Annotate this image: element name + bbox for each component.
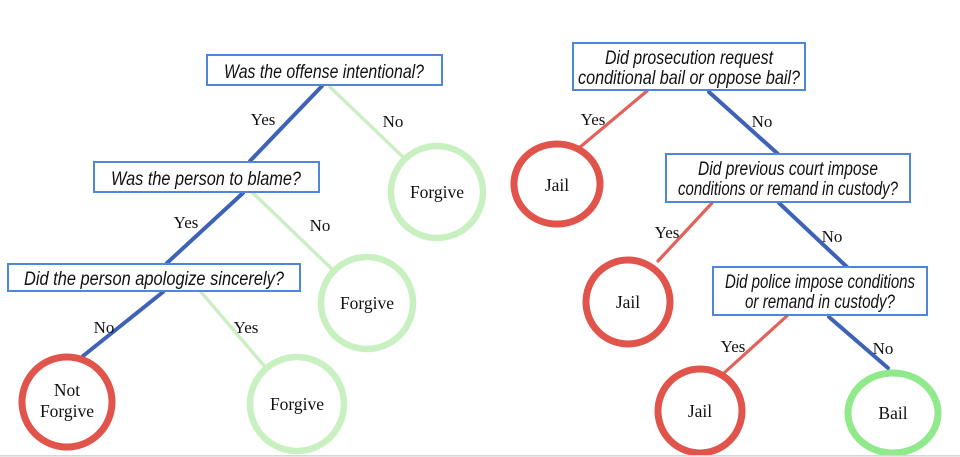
edge-right-q1-no <box>707 90 780 156</box>
right-question-2-text-line1: Did previous court impose <box>698 159 878 180</box>
right-question-3-node: Did police impose conditions or remand i… <box>712 266 928 316</box>
leaf-bail: Bail <box>844 369 942 457</box>
edge-left-q2-no <box>251 191 336 273</box>
right-q3-no-label: No <box>873 339 894 358</box>
leaf-jail-mid: Jail <box>582 256 674 348</box>
edge-left-q3-no <box>81 290 165 358</box>
jail-bottom-circle <box>654 365 746 457</box>
left-question-1-text: Was the offense intentional? <box>224 62 424 83</box>
left-question-3-box <box>7 263 301 292</box>
not-forgive-text-line1: Not <box>54 380 80 400</box>
right-question-2-box <box>665 153 911 203</box>
right-question-3-box <box>712 266 928 316</box>
right-q1-yes-label: Yes <box>581 110 606 129</box>
leaf-forgive-top: Forgive <box>387 142 487 242</box>
left-question-2-node: Was the person to blame? <box>93 161 320 193</box>
forgive-top-text: Forgive <box>410 182 464 202</box>
edge-right-q1-yes <box>577 89 649 150</box>
left-question-3-node: Did the person apologize sincerely? <box>7 263 301 292</box>
bail-circle <box>844 369 942 457</box>
leaf-forgive-mid: Forgive <box>317 253 417 353</box>
forgive-top-circle <box>387 142 487 242</box>
right-question-1-node: Did prosecution request conditional bail… <box>572 42 806 91</box>
not-forgive-circle <box>18 353 116 451</box>
leaf-not-forgive: Not Forgive <box>18 353 116 451</box>
edge-left-q3-yes <box>199 290 268 370</box>
right-q3-yes-label: Yes <box>721 337 746 356</box>
left-q1-yes-label: Yes <box>251 110 276 129</box>
edge-left-q1-yes <box>248 84 324 163</box>
forgive-bottom-circle <box>246 353 348 455</box>
jail-top-circle <box>510 140 604 228</box>
jail-mid-circle <box>582 256 674 348</box>
left-question-1-box <box>206 54 443 86</box>
edge-right-q3-no <box>827 315 890 370</box>
jail-top-text: Jail <box>545 175 569 195</box>
left-q2-no-label: No <box>310 216 331 235</box>
right-q1-no-label: No <box>752 112 773 131</box>
edge-left-q1-no <box>328 85 406 160</box>
leaf-forgive-bottom: Forgive <box>246 353 348 455</box>
edge-right-q3-yes <box>722 313 790 375</box>
left-q3-no-label: No <box>94 318 115 337</box>
right-question-1-text-line1: Did prosecution request <box>605 48 774 69</box>
left-question-2-text: Was the person to blame? <box>111 169 301 190</box>
left-question-1-node: Was the offense intentional? <box>206 54 443 86</box>
left-q2-yes-label: Yes <box>174 213 199 232</box>
right-question-2-text-line2: conditions or remand in custody? <box>678 179 898 200</box>
leaf-jail-bottom: Jail <box>654 365 746 457</box>
edge-right-q2-yes <box>656 201 714 263</box>
right-question-3-text-line1: Did police impose conditions <box>725 272 915 293</box>
forgive-mid-circle <box>317 253 417 353</box>
bail-text: Bail <box>878 403 907 423</box>
left-question-3-text: Did the person apologize sincerely? <box>24 269 284 290</box>
leaf-jail-top: Jail <box>510 140 604 228</box>
right-q2-yes-label: Yes <box>655 223 680 242</box>
left-q3-yes-label: Yes <box>234 318 259 337</box>
left-q1-no-label: No <box>383 112 404 131</box>
right-question-1-text-line2: conditional bail or oppose bail? <box>578 68 800 89</box>
edge-right-q2-no <box>777 201 849 269</box>
right-question-3-text-line2: or remand in custody? <box>745 292 895 313</box>
forgive-mid-text: Forgive <box>340 293 394 313</box>
right-q2-no-label: No <box>822 227 843 246</box>
left-question-2-box <box>93 161 320 193</box>
right-question-1-box <box>572 42 806 91</box>
jail-bottom-text: Jail <box>688 401 712 421</box>
edge-left-q2-yes <box>165 191 245 265</box>
forgive-bottom-text: Forgive <box>270 394 324 414</box>
right-question-2-node: Did previous court impose conditions or … <box>665 153 911 203</box>
not-forgive-text-line2: Forgive <box>40 401 94 421</box>
jail-mid-text: Jail <box>616 292 640 312</box>
